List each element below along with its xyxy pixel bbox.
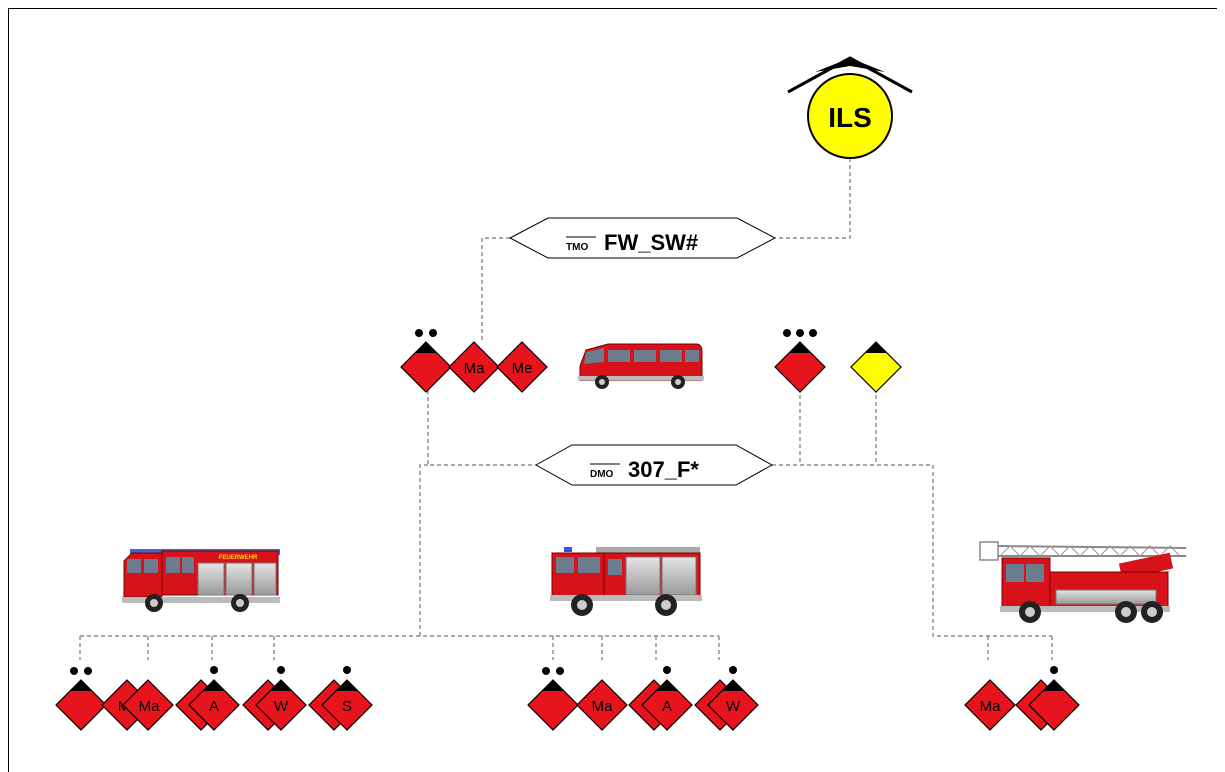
diagram-frame: [8, 8, 1217, 772]
vehicle-lettering: FEUERWEHR: [219, 555, 258, 561]
radio-group-prefix: DMO: [590, 469, 614, 480]
unit-diamond[interactable]: Ma: [448, 341, 500, 393]
unit-leader-diamond-three-dots[interactable]: [774, 329, 826, 393]
connector-lines: [79, 158, 1053, 660]
ils-control-center[interactable]: ILS: [787, 56, 913, 159]
top-unit-group: Ma Me: [400, 329, 548, 393]
radio-group-name: FW_SW#: [604, 230, 698, 255]
bottom-right-unit-group: Ma: [964, 666, 1080, 731]
svg-text:W: W: [274, 698, 289, 715]
ils-circle: [807, 73, 893, 159]
unit-diamond[interactable]: Ma: [122, 679, 174, 731]
unit-leader-diamond[interactable]: [55, 667, 107, 731]
ils-label: ILS: [828, 102, 872, 133]
svg-text:Ma: Ma: [139, 698, 160, 715]
van-vehicle[interactable]: [578, 343, 704, 389]
unit-diamond[interactable]: Ma: [576, 679, 628, 731]
turntable-ladder[interactable]: [979, 541, 1187, 623]
unit-leader-diamond[interactable]: [527, 667, 579, 731]
yellow-unit-diamond[interactable]: [850, 341, 902, 393]
bottom-left-unit-group: M Ma A W S: [55, 666, 373, 731]
fire-engine-middle[interactable]: [550, 547, 702, 616]
svg-text:W: W: [726, 698, 741, 715]
unit-diamond[interactable]: A: [628, 666, 693, 731]
unit-diamond[interactable]: Ma: [964, 679, 1016, 731]
radio-group-name: 307_F*: [628, 457, 699, 482]
radio-group-tmo[interactable]: TMO FW_SW#: [508, 217, 777, 259]
svg-text:Me: Me: [512, 360, 533, 377]
svg-text:Ma: Ma: [592, 698, 613, 715]
unit-leader-diamond[interactable]: [400, 329, 452, 393]
unit-diamond[interactable]: A: [175, 666, 240, 731]
radio-group-prefix: TMO: [566, 242, 588, 253]
svg-text:S: S: [342, 698, 352, 715]
unit-diamond[interactable]: S: [308, 666, 373, 731]
unit-diamond[interactable]: W: [694, 666, 759, 731]
fire-engine-left[interactable]: FEUERWEHR: [122, 549, 280, 612]
svg-text:Ma: Ma: [980, 698, 1001, 715]
bottom-middle-unit-group: Ma A W: [527, 666, 759, 731]
unit-diamond[interactable]: Me: [496, 341, 548, 393]
svg-text:Ma: Ma: [464, 360, 485, 377]
unit-diamond[interactable]: [1015, 666, 1080, 731]
radio-group-dmo[interactable]: DMO 307_F*: [534, 444, 774, 486]
unit-diamond[interactable]: W: [242, 666, 307, 731]
svg-text:A: A: [662, 698, 672, 715]
svg-text:A: A: [209, 698, 219, 715]
